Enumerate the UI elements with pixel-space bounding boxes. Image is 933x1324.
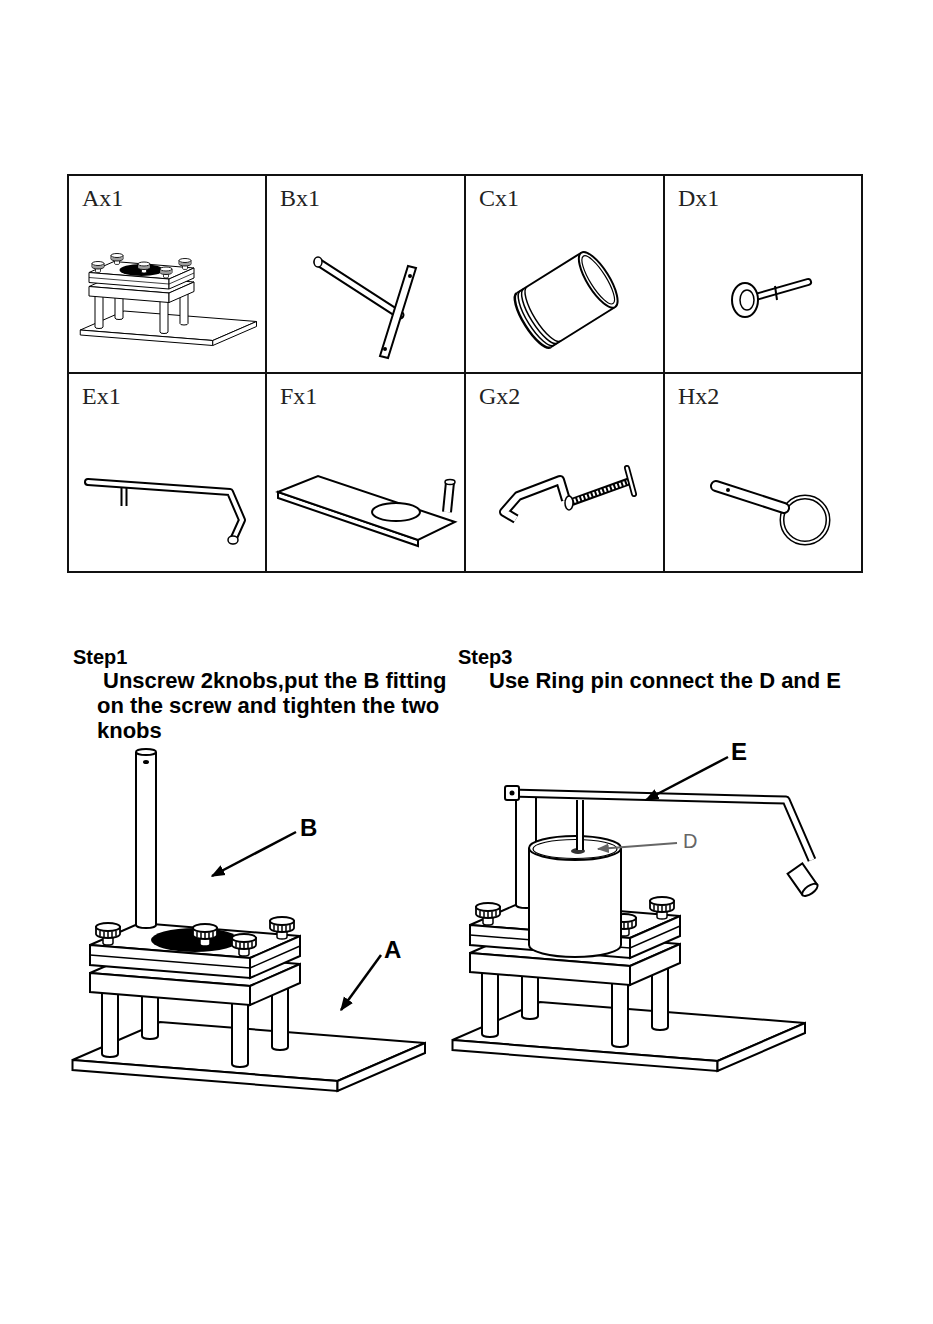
part-label: Fx1 (267, 374, 464, 410)
lever-fill (510, 793, 812, 860)
clamp-pad (565, 496, 573, 510)
part-cell: Dx1 (663, 174, 863, 374)
plunger-rod-outline (576, 800, 584, 850)
lever-pivot (505, 786, 519, 800)
plate-top (278, 476, 455, 540)
lever-outline (88, 482, 242, 540)
part-h-drawing (716, 486, 828, 543)
callout-letter: B (300, 814, 317, 842)
part-cell: Gx2 (464, 372, 665, 573)
pin-outline (121, 488, 128, 506)
part-label: Dx1 (665, 176, 861, 212)
cylinder-mouth (572, 247, 625, 313)
leader-line (341, 955, 381, 1010)
lever-fill (88, 482, 242, 540)
part-cell: Ex1 (67, 372, 267, 573)
rod-fill (318, 262, 400, 315)
screw-outline (572, 481, 630, 502)
shaft-fill (752, 282, 808, 298)
ring-outline (782, 497, 828, 543)
screw-thread (574, 482, 628, 501)
callout-letter: D (683, 829, 697, 853)
knob (193, 924, 217, 946)
leader-line (212, 832, 296, 876)
press-frame (453, 897, 806, 1071)
step3-drawing (453, 757, 820, 1071)
rod-top (136, 749, 156, 755)
peg-fill (447, 482, 450, 512)
leader-line (646, 757, 728, 800)
part-cell: Hx2 (663, 372, 863, 573)
step-heading: Step1 (73, 645, 127, 669)
part-label: Bx1 (267, 176, 464, 212)
peg-outline (447, 482, 450, 512)
cylinder-body (529, 848, 621, 957)
part-label: Cx1 (466, 176, 663, 212)
t-handle-outline (627, 468, 634, 494)
part-label: Hx2 (665, 374, 861, 410)
callout-letter: E (731, 738, 747, 766)
handle-end (228, 536, 238, 544)
callout-letter: A (384, 936, 401, 964)
rod-outline (318, 262, 400, 315)
part-cell: Cx1 (464, 174, 665, 374)
bar-hole (383, 347, 387, 351)
part-g-drawing (504, 468, 634, 519)
part-label: Gx2 (466, 374, 663, 410)
part-label: Ex1 (69, 374, 265, 410)
shaft-pin (775, 286, 777, 300)
part-d-drawing (732, 282, 808, 317)
plunger-disk (732, 283, 758, 317)
part-cell: Bx1 (265, 174, 466, 374)
plate-hole (372, 503, 420, 521)
thread (512, 287, 561, 351)
part-a-drawing (80, 254, 256, 346)
cylinder-end (508, 293, 550, 353)
flat-bar (380, 266, 416, 358)
part-b-drawing (314, 257, 416, 358)
knob (138, 262, 150, 273)
step1-drawing (73, 749, 426, 1091)
part-label: Ax1 (69, 176, 265, 212)
pin-hole (726, 488, 730, 492)
leader-line (598, 843, 677, 849)
disk-rim (740, 290, 754, 310)
rod-hole (143, 760, 149, 764)
step-instruction: Unscrew 2knobs,put the B fitting on the … (97, 668, 459, 743)
clamp-frame-outline (504, 480, 566, 519)
pin-fill (716, 486, 784, 508)
bar-hole (408, 274, 412, 278)
cylinder-rim (577, 252, 620, 308)
press-frame (80, 259, 256, 346)
step-heading: Step3 (458, 645, 512, 669)
knob (111, 254, 123, 265)
part-e-drawing (88, 482, 242, 544)
rod-end (314, 257, 322, 267)
part-cell: Fx1 (265, 372, 466, 573)
clamp-frame-fill (504, 480, 566, 519)
upright-rod (136, 752, 156, 928)
press-frame (73, 917, 426, 1091)
handle-end (800, 881, 819, 898)
lever-handle (788, 863, 820, 898)
t-handle-fill (627, 468, 634, 494)
pivot-pin (510, 791, 515, 796)
plunger-rod-fill (578, 800, 582, 850)
pin-outline (716, 486, 784, 508)
ring-fill (782, 497, 828, 543)
pin-fill (123, 488, 126, 506)
step-instruction: Use Ring pin connect the D and E (489, 668, 841, 693)
part-f-drawing (278, 476, 455, 546)
part-cell: Ax1 (67, 174, 267, 374)
lever-outline (510, 793, 812, 860)
shaft-outline (752, 282, 808, 298)
peg-top (445, 480, 455, 485)
part-c-drawing (508, 247, 624, 353)
